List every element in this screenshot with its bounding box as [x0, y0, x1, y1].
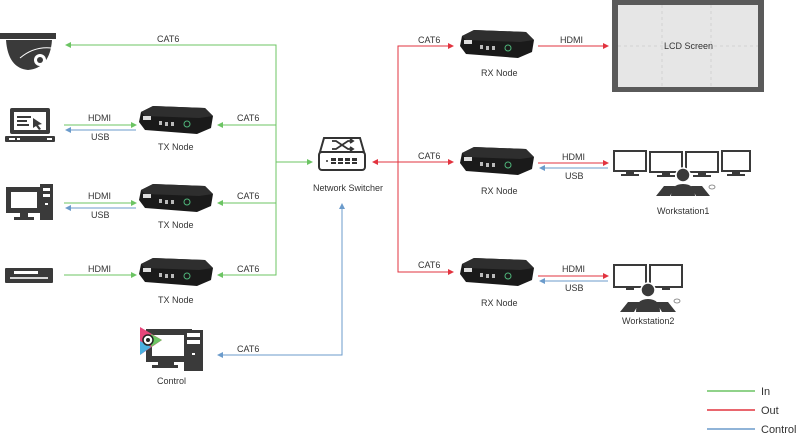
- rx-node-2: RX Node: [459, 146, 535, 196]
- lcd-screen: LCD Screen: [612, 0, 764, 92]
- ws2-cat6-line: [397, 162, 454, 275]
- tx-node-2-label: TX Node: [158, 220, 194, 230]
- legend-item-in: In: [707, 386, 770, 398]
- legend-item-out: Out: [707, 405, 779, 417]
- lcd-hdmi-label: HDMI: [560, 35, 583, 45]
- rx-node-device-icon: [459, 29, 535, 59]
- control-links: [65, 127, 608, 358]
- rx-node-device-icon: [459, 257, 535, 287]
- laptop-usb-label: USB: [91, 132, 110, 142]
- rx-node-3: RX Node: [459, 257, 535, 308]
- switch-body-outline: [318, 151, 366, 171]
- control-cat6-line: [217, 206, 343, 358]
- ws1-cat6-label: CAT6: [418, 151, 440, 161]
- ws2-hdmi-label: HDMI: [562, 264, 585, 274]
- tx-node-1-label: TX Node: [158, 142, 194, 152]
- ws1-usb-label: USB: [565, 171, 584, 181]
- pc-hdmi-label: HDMI: [88, 191, 111, 201]
- mouse-icon: [708, 184, 716, 190]
- monitor-icon: [649, 151, 683, 177]
- player-cat6-line: [217, 160, 277, 278]
- ws2-cat6-label: CAT6: [418, 260, 440, 270]
- legend: In Out Control: [707, 386, 796, 436]
- lcd-cat6-line: [397, 43, 454, 162]
- tx-node-device-icon: [138, 257, 214, 287]
- desktop-pc-icon: [6, 184, 53, 220]
- output-links: [372, 43, 609, 279]
- monitor-icon: [721, 150, 751, 176]
- shuffle-arrows-icon: [332, 138, 355, 152]
- workstation-2: Workstation2: [613, 264, 683, 326]
- player-hdmi-label: HDMI: [88, 264, 111, 274]
- lcd-screen-label: LCD Screen: [664, 41, 713, 51]
- control-pc: Control: [140, 327, 203, 386]
- mouse-icon: [673, 298, 681, 304]
- rx-node-1-label: RX Node: [481, 68, 518, 78]
- switch-ports-icon: [326, 158, 357, 164]
- user-at-desk-icon: [656, 167, 710, 196]
- camera-cat6-line: [65, 42, 277, 160]
- user-at-desk-icon: [620, 282, 676, 312]
- monitor-icon: [613, 150, 647, 176]
- legend-label-control: Control: [761, 424, 796, 436]
- tx-node-3-label: TX Node: [158, 295, 194, 305]
- laptop-icon: [5, 108, 55, 142]
- legend-label-in: In: [761, 386, 770, 398]
- pc-cat6-label: CAT6: [237, 191, 259, 201]
- workstation-1-label: Workstation1: [657, 206, 709, 216]
- rx-node-2-label: RX Node: [481, 186, 518, 196]
- dome-camera-icon: [0, 33, 56, 70]
- tx-node-1: TX Node: [138, 105, 214, 152]
- tx-node-2: TX Node: [138, 183, 214, 230]
- tx-node-device-icon: [138, 105, 214, 135]
- legend-label-out: Out: [761, 405, 779, 417]
- input-links: [64, 42, 313, 278]
- control-label: Control: [157, 376, 186, 386]
- network-switcher: Network Switcher: [313, 137, 383, 193]
- media-player-icon: [5, 268, 53, 283]
- workstation-2-label: Workstation2: [622, 316, 674, 326]
- laptop-hdmi-label: HDMI: [88, 113, 111, 123]
- pc-usb-label: USB: [91, 210, 110, 220]
- tx-node-device-icon: [138, 183, 214, 213]
- player-cat6-label: CAT6: [237, 264, 259, 274]
- lcd-cat6-label: CAT6: [418, 35, 440, 45]
- workstation-1: Workstation1: [613, 150, 751, 216]
- monitor-icon: [613, 264, 647, 290]
- monitor-icon: [685, 151, 719, 177]
- ws1-hdmi-label: HDMI: [562, 152, 585, 162]
- control-app-logo-icon: [140, 327, 162, 355]
- legend-item-control: Control: [707, 424, 796, 436]
- network-switcher-label: Network Switcher: [313, 183, 383, 193]
- control-cat6-label: CAT6: [237, 344, 259, 354]
- rx-node-1: RX Node: [459, 29, 535, 78]
- camera-cat6-label: CAT6: [157, 34, 179, 44]
- ws2-usb-label: USB: [565, 283, 584, 293]
- monitor-icon: [649, 264, 683, 290]
- laptop-cat6-label: CAT6: [237, 113, 259, 123]
- rx-node-device-icon: [459, 146, 535, 176]
- rx-node-3-label: RX Node: [481, 298, 518, 308]
- tx-node-3: TX Node: [138, 257, 214, 305]
